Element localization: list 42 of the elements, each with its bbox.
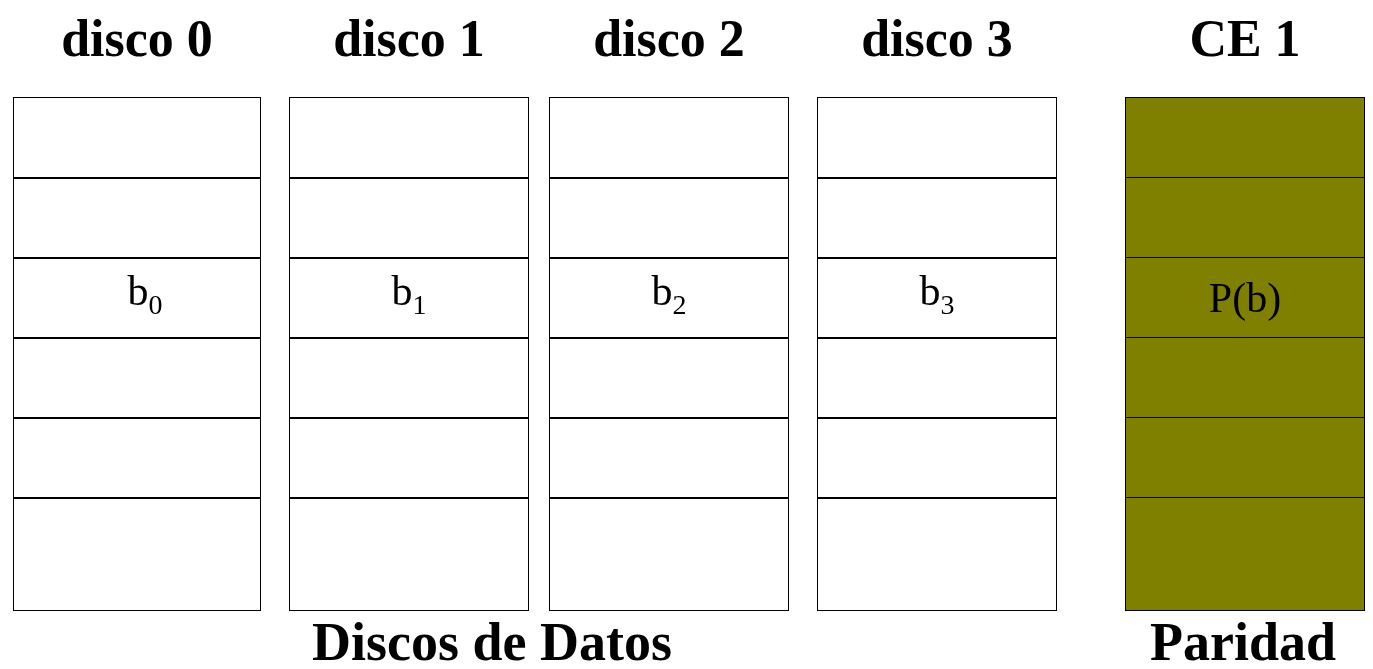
disk-heading: disco 2 [592,9,746,69]
data-block [817,257,1057,339]
stripe-block [817,417,1057,499]
disk-heading: CE 1 [1188,9,1302,69]
stripe-block [289,337,529,419]
group-caption: Paridad [1150,612,1337,669]
stripe-block [13,417,261,499]
stripe-block [549,497,789,611]
block-label: b$_{0}$ [127,266,163,322]
block-label: P(b) [1208,273,1282,322]
stripe-block [289,97,529,179]
stripe-block [1125,417,1365,499]
stripe-block [1125,177,1365,259]
disk-heading: disco 0 [60,9,214,69]
stripe-block [1125,97,1365,179]
data-block [549,257,789,339]
stripe-block [817,337,1057,419]
stripe-block [817,177,1057,259]
block-label: b$_{1}$ [391,266,427,322]
stripe-block [1125,337,1365,419]
stripe-block [817,97,1057,179]
block-label: b$_{2}$ [651,266,687,322]
stripe-block [549,337,789,419]
stripe-block [13,97,261,179]
data-block [1125,257,1365,339]
stripe-block [13,337,261,419]
block-label: b$_{3}$ [919,266,955,322]
stripe-block [549,97,789,179]
disk-heading: disco 1 [332,9,486,69]
group-caption: Discos de Datos [312,612,672,669]
stripe-block [13,497,261,611]
stripe-block [549,177,789,259]
stripe-block [817,497,1057,611]
stripe-block [289,497,529,611]
stripe-block [289,417,529,499]
disk-heading: disco 3 [860,9,1014,69]
stripe-block [289,177,529,259]
data-block [13,257,261,339]
stripe-block [1125,497,1365,611]
stripe-block [13,177,261,259]
stripe-block [549,417,789,499]
data-block [289,257,529,339]
